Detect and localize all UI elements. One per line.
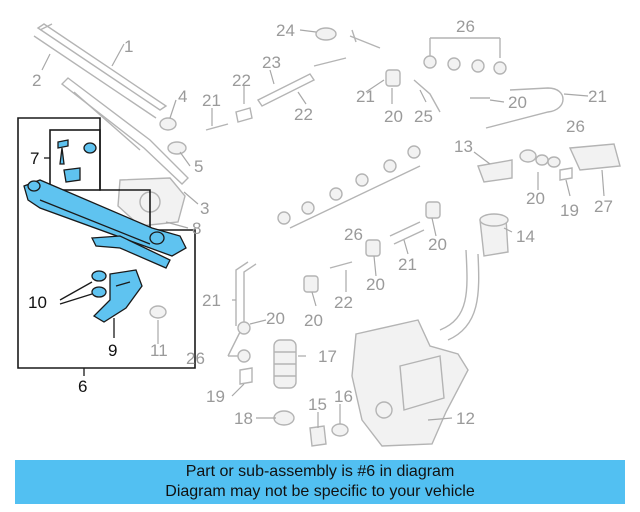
pump-part-17 — [273, 339, 297, 389]
callout-9: 9 — [108, 341, 117, 360]
wiper-arm-part-3 — [60, 77, 189, 185]
callout-21-top: 21 — [356, 87, 375, 106]
wiper-washer-parts-diagram: 1 2 4 5 3 8 7 10 9 6 11 24 23 22 21 22 2… — [17, 17, 621, 447]
banner-line-1: Part or sub-assembly is #6 in diagram — [185, 463, 455, 480]
clip-group-26-right — [519, 149, 561, 168]
callout-13: 13 — [454, 137, 473, 156]
clip-group-26-middle — [277, 145, 421, 229]
callout-20-right: 20 — [508, 93, 527, 112]
callout-16: 16 — [334, 387, 353, 406]
banner-line-2: Diagram may not be specific to your vehi… — [165, 483, 475, 500]
callout-2: 2 — [32, 71, 41, 90]
nut-part-11 — [149, 305, 167, 319]
nut-part-4 — [159, 117, 177, 131]
bushing-part-10 — [91, 270, 107, 298]
hose-part-21-vertical — [235, 261, 257, 326]
cap-part-5 — [167, 141, 187, 155]
hose-part-25 — [413, 79, 441, 113]
filler-neck-part-14 — [439, 213, 509, 341]
callout-6: 6 — [78, 377, 87, 396]
nozzle-part-20-middle — [303, 201, 441, 293]
callout-20-top: 20 — [384, 107, 403, 126]
callout-20-middle-c: 20 — [304, 311, 323, 330]
callout-12: 12 — [456, 409, 475, 428]
callout-22-middle: 22 — [334, 293, 353, 312]
clip-group-26-bottom — [227, 321, 251, 363]
callout-1: 1 — [124, 37, 133, 56]
callout-26-right: 26 — [566, 117, 585, 136]
callout-20-middle-a: 20 — [428, 235, 447, 254]
reservoir-part-12 — [351, 319, 469, 447]
plug-part-24 — [315, 27, 337, 41]
callout-20-middle-b: 20 — [366, 275, 385, 294]
callout-4: 4 — [178, 87, 187, 106]
nozzle-part-27 — [568, 143, 621, 171]
callout-19-right: 19 — [560, 201, 579, 220]
callout-21-left: 21 — [202, 91, 221, 110]
callout-5: 5 — [194, 157, 203, 176]
callout-14: 14 — [516, 227, 535, 246]
callout-8: 8 — [192, 219, 201, 238]
fitting-part-22-middle — [329, 261, 353, 269]
hose-part-21-middle — [389, 221, 425, 245]
pump-part-15 — [309, 425, 327, 447]
nozzle-part-13 — [477, 159, 513, 183]
info-banner: Part or sub-assembly is #6 in diagram Di… — [15, 460, 625, 504]
fitting-part-22-top — [235, 107, 253, 123]
pipe-part-23 — [256, 57, 347, 107]
bolt-part-7 — [57, 139, 97, 183]
callout-24: 24 — [276, 21, 295, 40]
nozzle-part-20-top — [385, 69, 401, 87]
linkage-frame-part-6 — [23, 179, 187, 269]
callout-22-mid: 22 — [294, 105, 313, 124]
callout-11: 11 — [150, 341, 168, 360]
grommet-part-18 — [273, 410, 295, 426]
callout-27: 27 — [594, 197, 613, 216]
item-7-outline — [49, 129, 101, 191]
callout-22-top: 22 — [232, 71, 251, 90]
callout-21-middle: 21 — [398, 255, 417, 274]
callout-15: 15 — [308, 395, 327, 414]
callout-17: 17 — [318, 347, 337, 366]
callout-3: 3 — [200, 199, 209, 218]
connector-part-19-bottom — [239, 367, 253, 385]
callout-26-middle: 26 — [344, 225, 363, 244]
callout-7: 7 — [30, 149, 39, 168]
hose-part-21-left — [205, 123, 229, 131]
callout-20-far-right: 20 — [526, 189, 545, 208]
wiper-blade-part-1 — [33, 23, 168, 119]
callout-19-bottom: 19 — [206, 387, 225, 406]
callout-25: 25 — [414, 107, 433, 126]
callout-18: 18 — [234, 409, 253, 428]
callout-21-right: 21 — [588, 87, 607, 106]
hose-part-21-right — [470, 87, 564, 129]
grommet-part-16 — [331, 423, 349, 437]
clip-group-26-top — [423, 37, 507, 75]
connector-part-19-right — [559, 167, 573, 181]
callout-26-top: 26 — [456, 17, 475, 36]
hose-connector-top — [349, 29, 381, 49]
callout-21-vertical: 21 — [202, 291, 221, 310]
bracket-part-9 — [92, 269, 143, 323]
callout-26-bottom: 26 — [186, 349, 205, 368]
callout-20-bottom: 20 — [266, 309, 285, 328]
callout-23: 23 — [262, 53, 281, 72]
callout-10: 10 — [28, 293, 47, 312]
